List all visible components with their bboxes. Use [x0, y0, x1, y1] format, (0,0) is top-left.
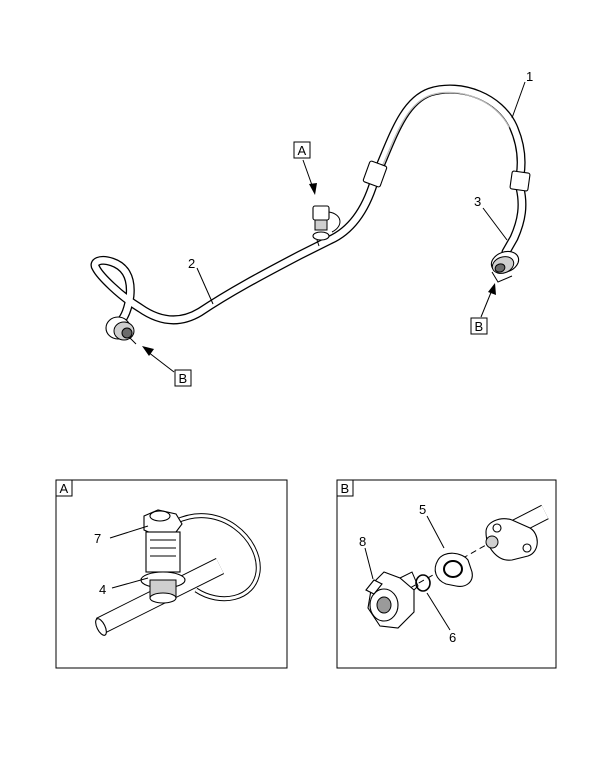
tube-sleeve-left	[362, 160, 388, 188]
detail-a-panel: A 7 4	[55, 479, 288, 669]
callout-1: 1	[526, 69, 533, 84]
leader-6	[426, 592, 451, 631]
detail-a-label: A	[60, 481, 69, 496]
leader-4	[111, 577, 149, 589]
arrow-b-right	[480, 283, 496, 318]
callout-4: 4	[99, 582, 106, 597]
leader-8	[364, 547, 374, 580]
callout-6: 6	[449, 630, 456, 645]
right-end-fitting	[490, 250, 520, 283]
detail-b-housing	[365, 571, 419, 629]
callout-3: 3	[474, 194, 481, 209]
callout-7: 7	[94, 531, 101, 546]
callout-5: 5	[419, 502, 426, 517]
view-ref-b-left: B	[179, 371, 188, 386]
callout-8: 8	[359, 534, 366, 549]
arrow-b-left	[142, 346, 175, 373]
leader-1	[511, 81, 526, 119]
detail-b-gasket	[434, 552, 473, 587]
detail-b-o-ring	[415, 574, 431, 592]
tube-3-drawing	[501, 183, 527, 257]
leader-7	[109, 525, 149, 539]
leader-2	[196, 267, 214, 305]
detail-a-fitting	[140, 509, 186, 604]
view-ref-b-right: B	[475, 319, 484, 334]
tube-1-drawing	[369, 84, 526, 185]
tee-fitting-a	[312, 205, 341, 247]
callout-2: 2	[188, 256, 195, 271]
leader-5	[426, 515, 445, 549]
view-ref-a: A	[298, 143, 307, 158]
detail-b-flange	[485, 518, 538, 561]
left-end-fitting	[105, 316, 137, 345]
leader-3	[482, 207, 508, 241]
view-ref-box-b-right	[470, 317, 488, 335]
arrow-a-main	[302, 159, 317, 195]
main-assembly-view: 1 2 3 A B B	[90, 69, 533, 387]
detail-b-panel: B 5 8	[336, 479, 557, 669]
view-ref-box-a	[293, 141, 311, 159]
tube-2-drawing	[90, 177, 379, 327]
detail-b-label: B	[341, 481, 350, 496]
view-ref-box-b-left	[174, 369, 192, 387]
tube-sleeve-right	[509, 170, 531, 192]
